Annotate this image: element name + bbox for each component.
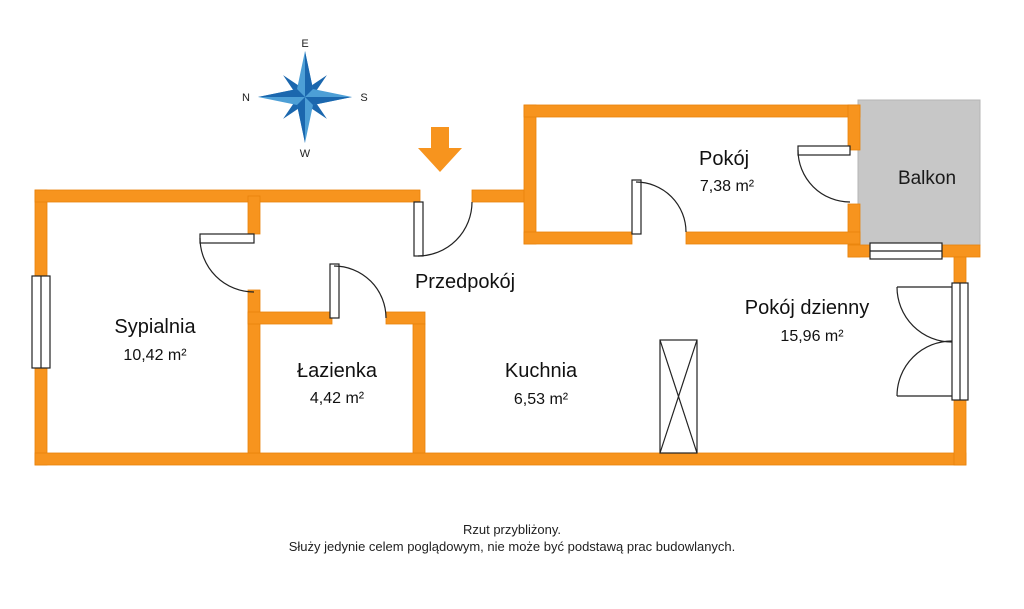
wall-lazienka-right	[385, 311, 426, 325]
compass-label-north: N	[242, 92, 250, 104]
lazienka-door	[329, 263, 387, 319]
ventilation-shaft	[659, 339, 698, 454]
walls	[34, 104, 981, 466]
compass-label-east: E	[301, 38, 308, 50]
wall-sypialnia-bottom	[247, 289, 261, 454]
compass-star-main	[258, 51, 352, 143]
room-label-pokoj-dzienny: Pokój dzienny	[745, 297, 870, 319]
wall-pokoj-left	[523, 104, 537, 245]
room-label-lazienka: Łazienka	[297, 360, 378, 382]
wall-pokoj-bottom-left	[523, 231, 633, 245]
room-area-pokoj: 7,38 m²	[700, 178, 755, 195]
window-balkon	[869, 242, 943, 260]
pokoj-door	[631, 179, 687, 235]
room-label-kuchnia: Kuchnia	[505, 360, 578, 382]
room-area-lazienka: 4,42 m²	[310, 390, 365, 407]
room-area-pokoj-dzienny: 15,96 m²	[780, 328, 844, 345]
wall-right-lower	[953, 397, 967, 466]
entrance-door	[413, 201, 473, 257]
windows	[31, 242, 943, 369]
wall-kuchnia	[412, 323, 426, 454]
room-labels: Sypialnia 10,42 m² Łazienka 4,42 m² Prze…	[114, 148, 956, 408]
compass-star-shading	[258, 51, 352, 143]
disclaimer-line-2: Służy jedynie celem poglądowym, nie może…	[289, 539, 736, 554]
compass-rose: E N S W	[242, 38, 368, 160]
wall-right-upper	[953, 256, 967, 286]
room-label-przedpokoj: Przedpokój	[415, 271, 515, 293]
room-area-sypialnia: 10,42 m²	[123, 347, 187, 364]
wall-top-upper	[523, 104, 861, 118]
sypialnia-door	[199, 233, 255, 293]
window-sypialnia	[31, 275, 51, 369]
compass-label-west: W	[300, 148, 311, 160]
wall-top-mid	[471, 189, 531, 203]
disclaimer-line-1: Rzut przybliżony.	[463, 522, 561, 537]
disclaimer: Rzut przybliżony. Służy jedynie celem po…	[289, 522, 736, 554]
wall-balkon-upper	[847, 104, 861, 151]
entrance-arrow-icon	[418, 127, 462, 172]
balcony-french-door	[896, 282, 969, 401]
wall-lazienka-left	[247, 311, 333, 325]
wall-pokoj-bottom-right	[685, 231, 861, 245]
room-label-sypialnia: Sypialnia	[114, 316, 196, 338]
doors	[199, 145, 969, 401]
room-area-kuchnia: 6,53 m²	[514, 391, 569, 408]
room-label-pokoj: Pokój	[699, 148, 749, 170]
wall-sypialnia-top	[247, 195, 261, 235]
compass-label-south: S	[360, 92, 367, 104]
balkon-door	[797, 145, 851, 203]
wall-balkon-bottom-right	[937, 244, 981, 258]
balcony-area	[857, 99, 981, 246]
wall-bottom	[34, 452, 967, 466]
room-label-balkon: Balkon	[898, 168, 956, 189]
wall-top-left	[34, 189, 421, 203]
